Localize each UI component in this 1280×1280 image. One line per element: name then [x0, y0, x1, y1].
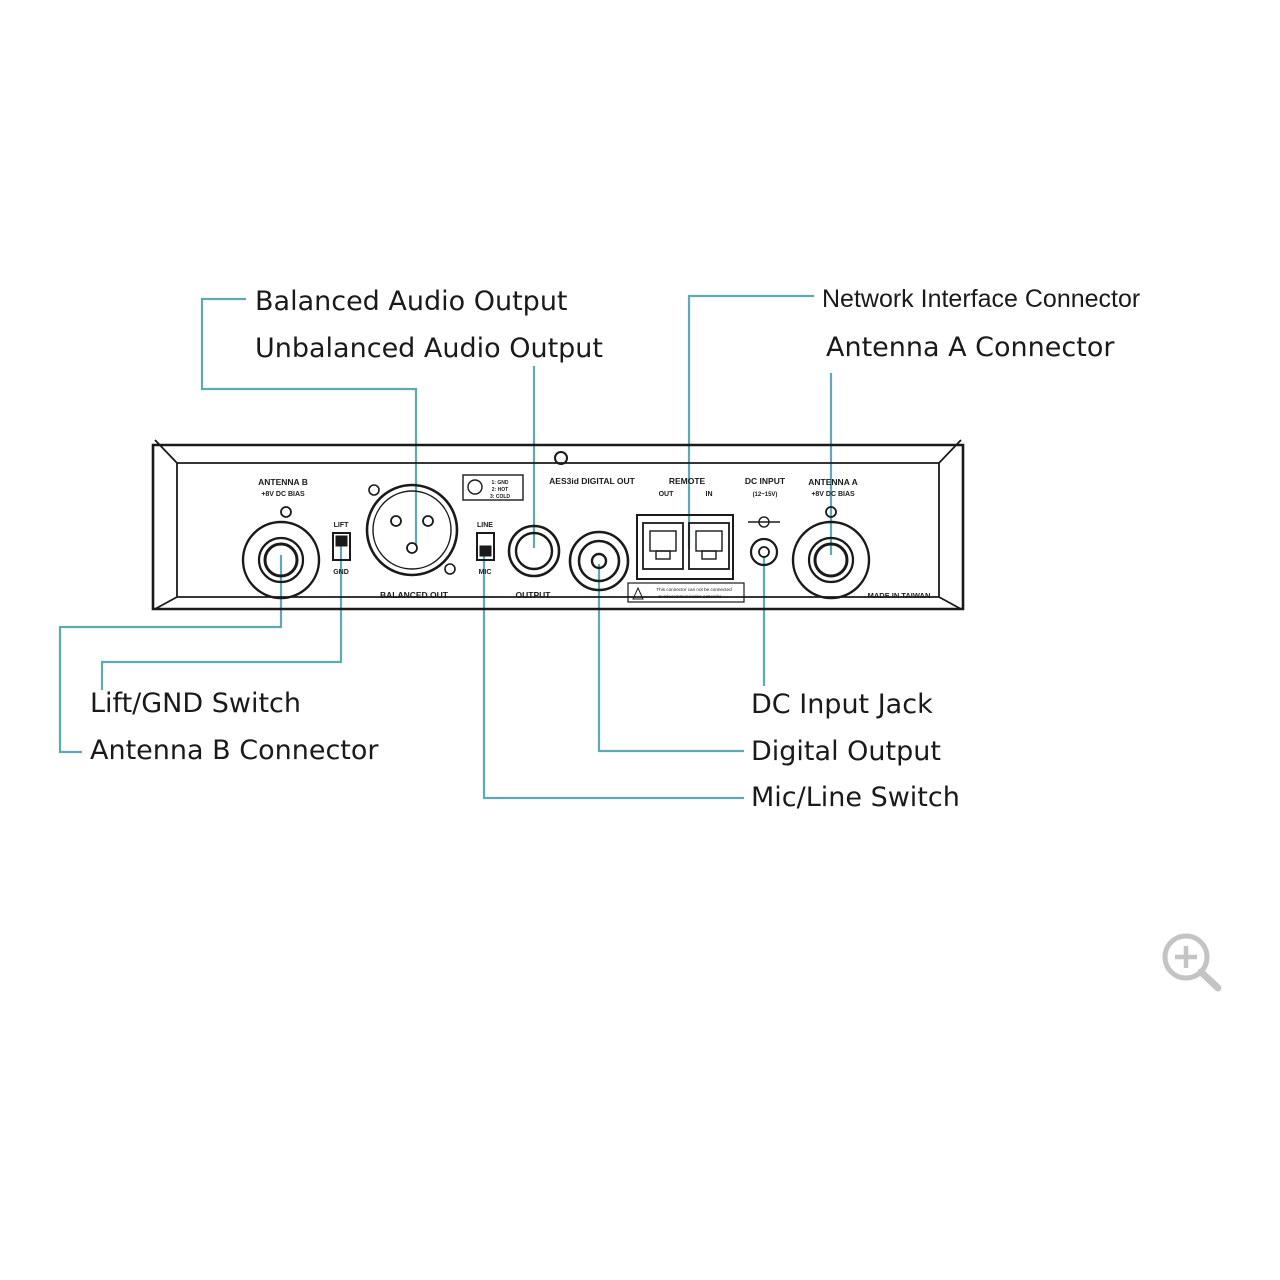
label-aes3id: AES3id DIGITAL OUT [549, 476, 635, 486]
dc-input-jack-graphic [749, 537, 779, 567]
label-output: OUTPUT [516, 590, 552, 600]
leader-mic-line-switch [482, 553, 744, 800]
zoom-in-button[interactable] [1160, 930, 1224, 994]
unbalanced-output-jack-graphic [507, 524, 561, 578]
callout-dc-input-jack: DC Input Jack [751, 689, 933, 720]
mic-line-switch-graphic [476, 532, 495, 561]
label-telecom-warning-1: This connector can not be connected [656, 587, 732, 592]
callout-antenna-a-connector: Antenna A Connector [826, 332, 1115, 363]
label-telecom-warning-2: to telecommunication networks [658, 594, 722, 599]
label-line: LINE [477, 522, 493, 529]
leader-network-interface-connector [687, 294, 814, 549]
remote-out-port [642, 522, 684, 570]
label-pin-3: 3: COLD [490, 494, 510, 500]
leader-lift-gnd-switch [100, 545, 343, 690]
device-rear-panel [151, 439, 965, 611]
leader-antenna-b-connector [58, 555, 283, 754]
callout-balanced-audio-output: Balanced Audio Output [255, 286, 568, 317]
antenna-a-led [825, 506, 837, 518]
label-remote: REMOTE [669, 476, 706, 486]
panel-labels: ANTENNA B +8V DC BIAS LIFT GND 1: GND 2:… [258, 476, 930, 600]
callout-antenna-b-connector: Antenna B Connector [90, 735, 379, 766]
label-mic: MIC [479, 569, 492, 576]
panel-inner-frame [154, 439, 962, 610]
panel-outer-frame [151, 443, 965, 611]
telecom-warning-box [627, 582, 745, 603]
antenna-b-connector-graphic [241, 520, 321, 600]
label-antenna-b-bias: +8V DC BIAS [261, 491, 305, 498]
label-antenna-a-bias: +8V DC BIAS [811, 491, 855, 498]
antenna-b-led [280, 506, 292, 518]
dc-polarity-symbol [748, 516, 780, 528]
label-remote-out: OUT [659, 491, 675, 498]
label-made-in: MADE IN TAIWAN [868, 591, 931, 600]
zoom-in-icon [1162, 933, 1222, 992]
leader-lines [58, 294, 833, 800]
callout-network-interface-connector: Network Interface Connector [822, 285, 1141, 313]
callout-mic-line-switch: Mic/Line Switch [751, 782, 960, 813]
leader-digital-output [597, 564, 744, 753]
label-antenna-b: ANTENNA B [258, 477, 308, 487]
callout-lift-gnd-switch: Lift/GND Switch [90, 688, 302, 719]
remote-in-port [688, 522, 730, 570]
xlr-connector-graphic [365, 483, 459, 577]
label-remote-in: IN [706, 491, 713, 498]
label-balanced-out: BALANCED OUT [380, 590, 449, 600]
lift-gnd-switch-graphic [332, 532, 351, 561]
panel-screw-hole [554, 451, 568, 465]
label-lift: LIFT [334, 522, 349, 529]
label-pin-1: 1: GND [492, 480, 509, 486]
label-dc-range: (12~15V) [753, 492, 778, 498]
callout-unbalanced-audio-output: Unbalanced Audio Output [255, 333, 604, 364]
callout-digital-output: Digital Output [751, 736, 941, 767]
leader-balanced-audio-output [200, 297, 418, 545]
xlr-pinout-box [462, 474, 524, 501]
remote-ports-frame [636, 514, 734, 580]
label-gnd: GND [333, 569, 349, 576]
label-dc-input: DC INPUT [745, 476, 786, 486]
label-pin-2: 2: HOT [492, 487, 508, 493]
label-antenna-a: ANTENNA A [808, 477, 857, 487]
antenna-a-connector-graphic [791, 520, 871, 600]
digital-output-bnc-graphic [568, 530, 630, 592]
